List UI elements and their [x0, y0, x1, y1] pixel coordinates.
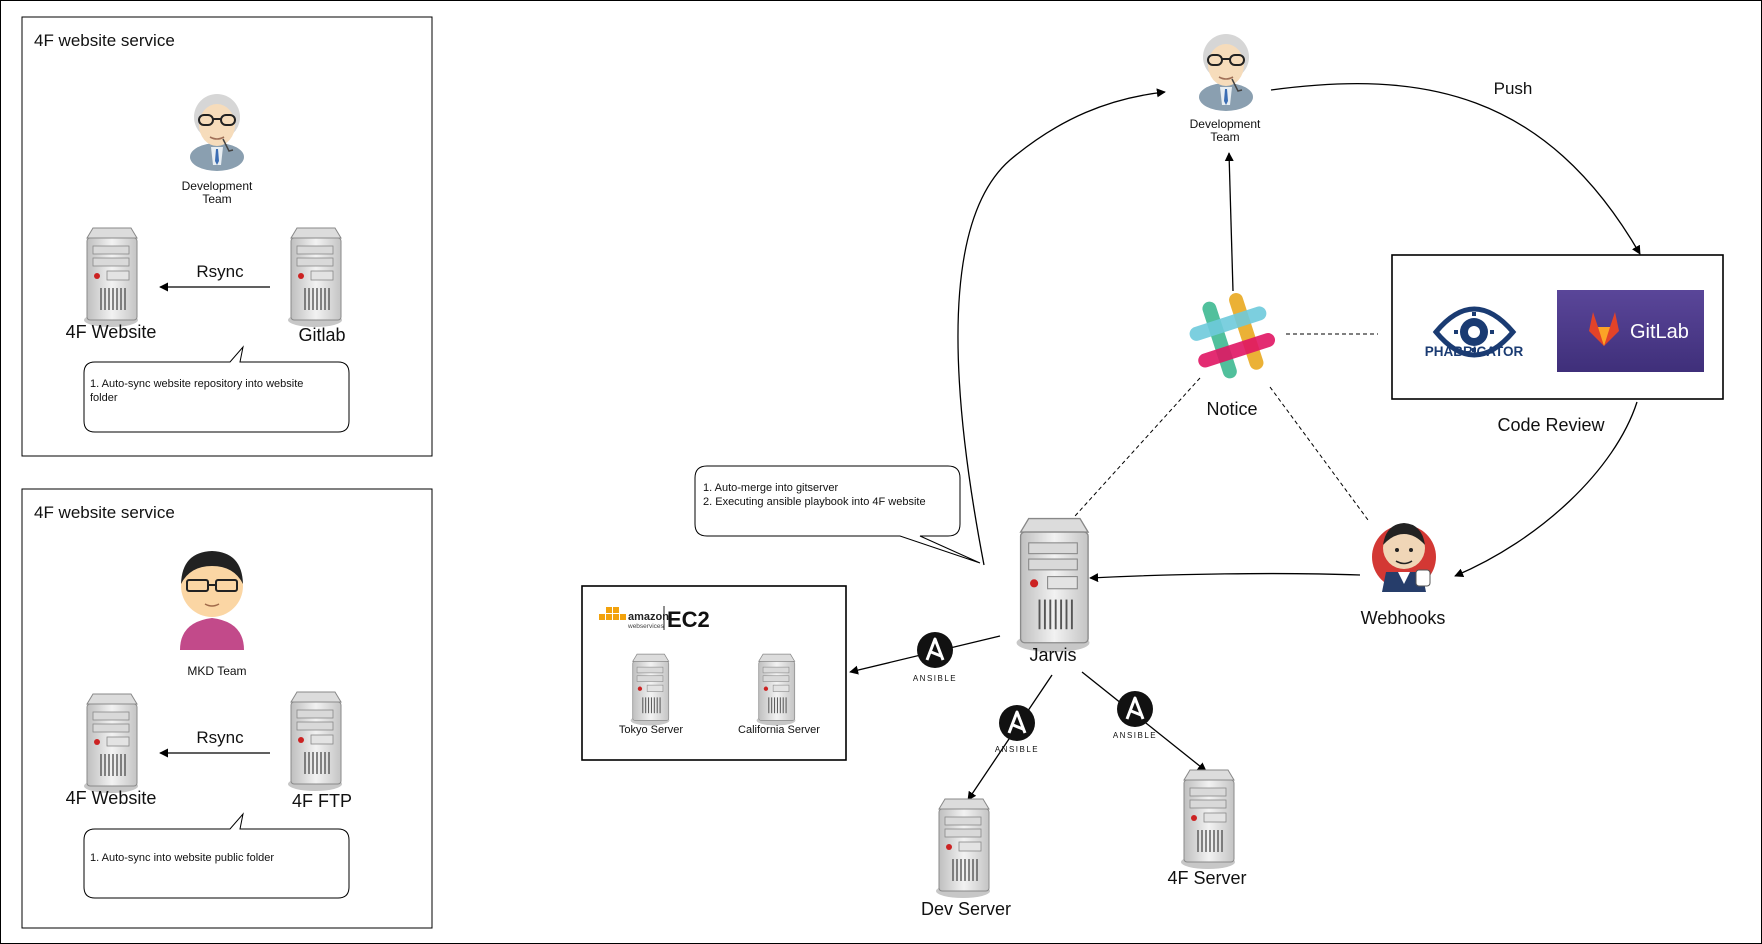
review-to-webhooks-arrow [1454, 401, 1638, 577]
push-label: Push [1494, 79, 1533, 98]
ftp-label: 4F FTP [292, 791, 352, 811]
jarvis-label: Jarvis [1029, 645, 1076, 665]
california-server-icon [756, 653, 796, 726]
notice-jarvis-link [1074, 377, 1201, 517]
ansible-icon [1115, 689, 1155, 729]
rsync-label: Rsync [196, 262, 244, 281]
note-line2: folder [90, 392, 118, 404]
ansible-icon [915, 630, 955, 670]
webhooks-label: Webhooks [1361, 608, 1446, 628]
notice-label: Notice [1206, 399, 1257, 419]
jarvis-note-line2: 2. Executing ansible playbook into 4F we… [703, 496, 926, 508]
gitlab-label: Gitlab [298, 325, 345, 345]
dev-team-label-line2: Team [1210, 130, 1239, 144]
main-flow: Development Team Push PHABRICATOR GitLab… [581, 33, 1724, 919]
panel-title: 4F website service [34, 31, 175, 50]
phabricator-logo: PHABRICATOR [1425, 306, 1524, 359]
phabricator-label: PHABRICATOR [1425, 344, 1524, 359]
tokyo-server-icon [630, 653, 670, 726]
webhooks-to-jarvis-arrow [1089, 572, 1361, 583]
team-label-line1: Development [182, 179, 253, 193]
4f-server-label: 4F Server [1167, 868, 1246, 888]
team-label-line2: Team [202, 192, 231, 206]
website-label: 4F Website [66, 788, 157, 808]
panel-title: 4F website service [34, 503, 175, 522]
tokyo-label: Tokyo Server [619, 724, 684, 736]
team-label: MKD Team [187, 664, 246, 678]
ansible-icon [997, 703, 1037, 743]
website-server-icon [83, 693, 139, 794]
rsync-label: Rsync [196, 728, 244, 747]
ec2-label: EC2 [667, 607, 710, 632]
gitlab-label: GitLab [1630, 321, 1689, 343]
jarvis-note-line1: 1. Auto-merge into gitserver [703, 482, 838, 494]
aws-brand: amazon [628, 611, 669, 623]
website-server-icon [83, 227, 139, 328]
ansible-label: ANSIBLE [1113, 731, 1157, 740]
push-arrow [1270, 83, 1641, 255]
website-label: 4F Website [66, 322, 157, 342]
mkd-team-icon [180, 551, 244, 650]
gitlab-server-icon [287, 227, 343, 328]
panel-development: 4F website service Development Team Rsyn… [21, 16, 433, 457]
4f-server-icon [1180, 769, 1236, 870]
jarvis-to-team-arrow [957, 88, 1166, 566]
code-review-label: Code Review [1497, 415, 1605, 435]
dev-server-icon [935, 798, 991, 899]
jarvis-note-callout [694, 465, 981, 564]
panel-mkd: 4F website service MKD Team Rsync 4F Web… [21, 488, 433, 929]
dev-server-label: Dev Server [921, 899, 1011, 919]
aws-brand-sub: webservices [627, 623, 665, 630]
aws-logo: amazon webservices EC2 [599, 606, 710, 632]
slack-logo-icon [1189, 292, 1276, 379]
note-callout [83, 812, 350, 899]
jenkins-icon [1372, 523, 1436, 592]
ansible-label: ANSIBLE [913, 674, 957, 683]
note-callout [83, 345, 350, 433]
gitlab-logo: GitLab [1557, 290, 1704, 372]
note-line1: 1. Auto-sync website repository into web… [90, 378, 303, 390]
notice-to-team-arrow [1224, 152, 1234, 292]
ftp-server-icon [287, 691, 343, 792]
note-line1: 1. Auto-sync into website public folder [90, 852, 274, 864]
ansible-label: ANSIBLE [995, 745, 1039, 754]
california-label: California Server [738, 724, 820, 736]
dev-team-label-line1: Development [1190, 117, 1261, 131]
